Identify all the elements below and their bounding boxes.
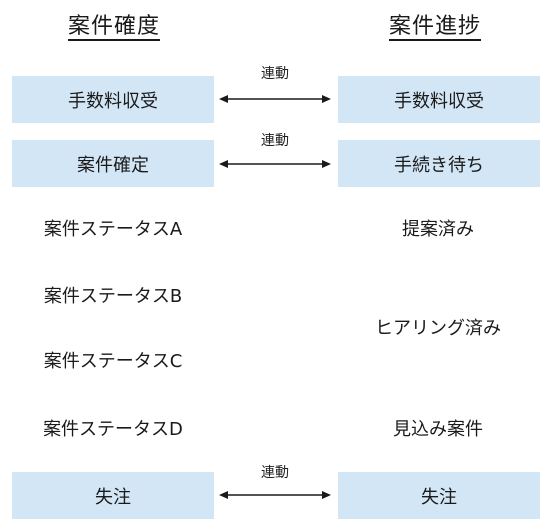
left-status-a: 案件ステータスA [43, 219, 183, 240]
link-arrow-fee [219, 95, 331, 103]
right-box-fee-received: 手数料収受 [338, 76, 540, 123]
right-box-lost: 失注 [338, 472, 540, 519]
left-status-d: 案件ステータスD [43, 419, 183, 440]
left-status-c: 案件ステータスC [43, 351, 183, 372]
link-label-confirmed: 連動 [261, 133, 289, 149]
left-box-case-confirmed: 案件確定 [12, 140, 214, 187]
right-box-awaiting-procedure: 手続き待ち [338, 140, 540, 187]
left-status-b: 案件ステータスB [43, 286, 183, 307]
right-status-proposed: 提案済み [402, 219, 474, 240]
left-box-lost: 失注 [12, 472, 214, 519]
right-status-prospect: 見込み案件 [393, 419, 483, 440]
link-arrow-lost [219, 491, 331, 499]
right-column-heading: 案件進捗 [389, 14, 482, 39]
link-label-fee: 連動 [261, 66, 289, 82]
link-label-lost: 連動 [261, 465, 289, 481]
left-box-fee-received: 手数料収受 [12, 76, 214, 123]
link-arrow-confirmed [219, 160, 331, 168]
left-column-heading: 案件確度 [68, 14, 161, 39]
right-status-hearing-done: ヒアリング済み [375, 318, 501, 339]
